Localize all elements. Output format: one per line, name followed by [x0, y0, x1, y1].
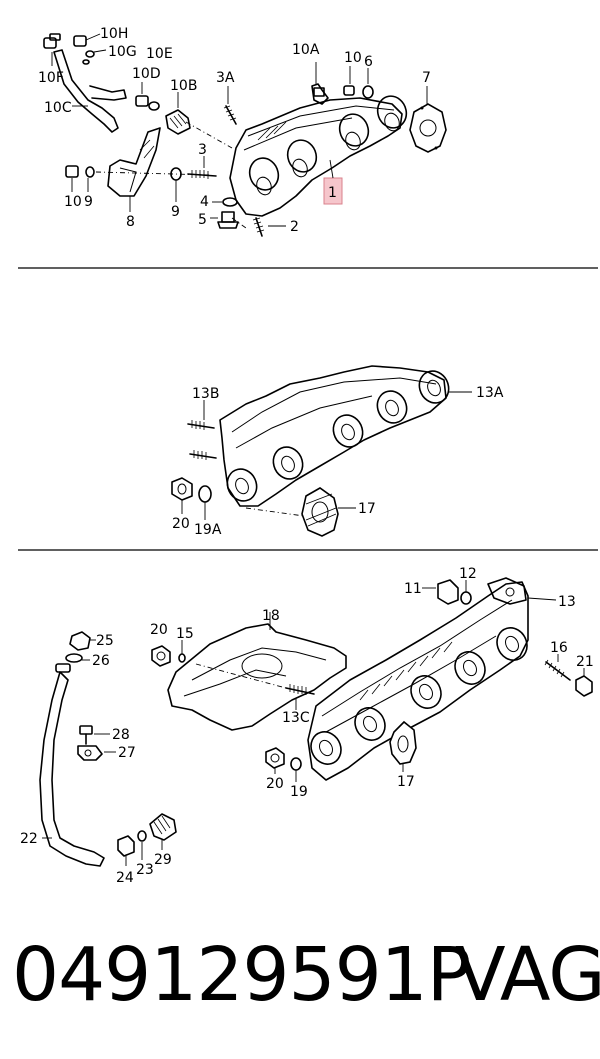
- seal-26: [65, 653, 90, 663]
- label-10H: 10H: [100, 26, 128, 42]
- section-3-exhaust-manifold: 11 12 13 18 25 26 20 15 16 21 13C 28 27 …: [20, 566, 594, 886]
- label-3: 3: [198, 142, 207, 158]
- label-8: 8: [126, 214, 135, 230]
- label-5: 5: [198, 212, 207, 228]
- nut-10D: [135, 95, 149, 107]
- label-23: 23: [136, 862, 154, 878]
- nut-10-top: [343, 85, 355, 96]
- label-17-section3: 17: [397, 774, 415, 790]
- washer-4: [222, 197, 238, 207]
- oil-line-10C: [43, 33, 127, 133]
- nut-21: [575, 675, 593, 697]
- stud-3A: [223, 86, 237, 125]
- washer-15: [178, 653, 186, 663]
- label-10: 10: [344, 50, 362, 66]
- part-number: 049129591P: [12, 932, 471, 1018]
- exhaust-manifold-13: [307, 577, 557, 781]
- label-20-bottom: 20: [266, 776, 284, 792]
- label-4: 4: [200, 194, 209, 210]
- label-27: 27: [118, 745, 136, 761]
- gasket-17-section3: [389, 720, 417, 772]
- seal-10G: [85, 50, 95, 58]
- nut-24: [117, 835, 135, 866]
- label-10C: 10C: [44, 100, 72, 116]
- label-13A: 13A: [476, 385, 504, 401]
- nut-20-bottom: [265, 747, 285, 774]
- label-25: 25: [96, 633, 114, 649]
- label-12: 12: [459, 566, 477, 582]
- label-16: 16: [550, 640, 568, 656]
- label-7: 7: [422, 70, 431, 86]
- label-11: 11: [404, 581, 422, 597]
- label-2: 2: [290, 219, 299, 235]
- washer-9-left: [85, 166, 95, 178]
- nut-10H: [73, 35, 87, 47]
- label-19A: 19A: [194, 522, 222, 538]
- exhaust-manifold-13A: [219, 365, 447, 507]
- label-10F: 10F: [38, 70, 64, 86]
- label-10-left: 10: [64, 194, 82, 210]
- stud-2: [252, 217, 286, 237]
- banjo-bolt-25: [69, 631, 96, 651]
- label-20-top: 20: [150, 622, 168, 638]
- section-2-exhaust-manifold: 13B 13A 17 20 19A: [171, 365, 504, 538]
- gasket-17-section2: [245, 487, 356, 537]
- fitting-10A: [311, 62, 329, 105]
- label-1: 1: [328, 185, 337, 201]
- manifold-ports: [248, 95, 408, 196]
- label-10G: 10G: [108, 44, 137, 60]
- bracket-8: [107, 127, 161, 212]
- exploded-parts-diagram: 10H 10G 10E 10A 10 6 7 10D 10B 3A 10F 10…: [18, 26, 598, 886]
- seal-23: [137, 830, 147, 860]
- heat-shield-18: [167, 622, 347, 731]
- label-15: 15: [176, 626, 194, 642]
- brand-name: VAG: [455, 932, 600, 1018]
- label-28: 28: [112, 727, 130, 743]
- gasket-7: [409, 103, 447, 153]
- nut-20-top: [151, 645, 171, 667]
- section-1-exhaust-manifold: 10H 10G 10E 10A 10 6 7 10D 10B 3A 10F 10…: [38, 26, 447, 237]
- washer-19: [290, 757, 302, 771]
- plug-5: [210, 211, 239, 229]
- washer-6: [362, 85, 374, 99]
- clip-27: [77, 745, 116, 761]
- label-6: 6: [364, 54, 373, 70]
- washer-12: [460, 591, 472, 605]
- fitting-11: [422, 579, 459, 605]
- label-13B: 13B: [192, 386, 219, 402]
- label-21: 21: [576, 654, 594, 670]
- label-20-section2: 20: [172, 516, 190, 532]
- label-3A: 3A: [216, 70, 235, 86]
- stud-16: [544, 654, 571, 681]
- label-10E: 10E: [146, 46, 173, 62]
- label-10A: 10A: [292, 42, 320, 58]
- label-24: 24: [116, 870, 134, 886]
- label-10D: 10D: [132, 66, 161, 82]
- label-17-section2: 17: [358, 501, 376, 517]
- label-9-right: 9: [171, 204, 180, 220]
- label-9-left: 9: [84, 194, 93, 210]
- bolt-28: [79, 725, 110, 745]
- label-19: 19: [290, 784, 308, 800]
- stud-13C: [195, 663, 315, 710]
- label-22: 22: [20, 831, 38, 847]
- manifold-13A-ports: [226, 370, 450, 502]
- exhaust-manifold: [229, 97, 403, 217]
- fitting-29: [149, 813, 177, 850]
- label-13: 13: [558, 594, 576, 610]
- fitting-10B: [165, 92, 191, 135]
- oil-line-22: [39, 663, 105, 867]
- label-26: 26: [92, 653, 110, 669]
- label-13C: 13C: [282, 710, 310, 726]
- label-18: 18: [262, 608, 280, 624]
- nut-20-section2: [171, 477, 193, 514]
- nut-10-left: [65, 165, 79, 178]
- studs-13B: [187, 400, 217, 460]
- label-10B: 10B: [170, 78, 197, 94]
- label-29: 29: [154, 852, 172, 868]
- washer-19A: [198, 485, 212, 503]
- stud-3: [187, 156, 217, 179]
